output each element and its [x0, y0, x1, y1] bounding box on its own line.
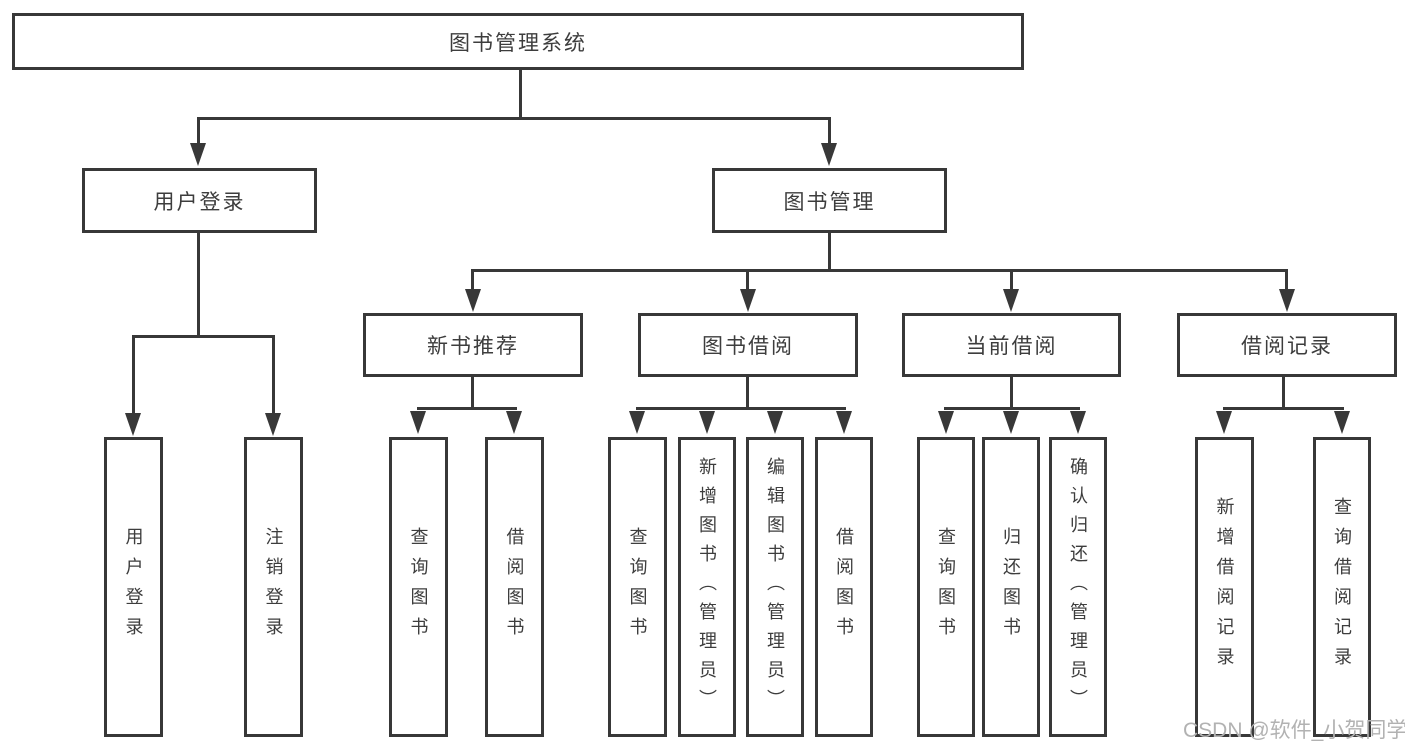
node-book-management-label: 图书管理 [783, 190, 876, 214]
node-current-borrowing: 当前借阅 [902, 313, 1121, 377]
arrow-down-icon [938, 411, 954, 434]
leaf-query-books-2-label: 查询图书 [627, 527, 648, 647]
connector-line [132, 335, 135, 413]
arrow-down-icon [629, 411, 645, 434]
arrow-down-icon [1334, 411, 1350, 434]
connector-line [1282, 377, 1285, 407]
connector-line [197, 233, 200, 335]
arrow-down-icon [1279, 289, 1295, 312]
node-root-label: 图书管理系统 [449, 31, 587, 55]
leaf-query-books-1: 查询图书 [389, 437, 448, 737]
leaf-borrow-books-1-label: 借阅图书 [504, 527, 525, 647]
connector-line [471, 269, 474, 289]
node-new-book-recommend-label: 新书推荐 [427, 335, 519, 358]
arrow-down-icon [410, 411, 426, 434]
connector-line [746, 269, 749, 289]
leaf-query-borrow-record-label: 查询借阅记录 [1332, 497, 1352, 677]
leaf-borrow-books-1: 借阅图书 [485, 437, 544, 737]
arrow-down-icon [190, 143, 206, 166]
node-root: 图书管理系统 [12, 13, 1024, 70]
arrow-down-icon [821, 143, 837, 166]
arrow-down-icon [740, 289, 756, 312]
connector-line [417, 407, 517, 410]
leaf-borrow-books-2-label: 借阅图书 [834, 527, 854, 647]
connector-line [471, 269, 1288, 272]
connector-line [1010, 377, 1013, 407]
leaf-add-borrow-record-label: 新增借阅记录 [1214, 497, 1235, 677]
connector-line [828, 117, 831, 143]
arrow-down-icon [767, 411, 783, 434]
arrow-down-icon [506, 411, 522, 434]
node-book-borrowing-label: 图书借阅 [702, 335, 794, 358]
connector-line [132, 335, 275, 338]
arrow-down-icon [1070, 411, 1086, 434]
connector-line [746, 377, 749, 407]
connector-line [828, 233, 831, 269]
leaf-borrow-books-2: 借阅图书 [815, 437, 873, 737]
leaf-query-books-2: 查询图书 [608, 437, 667, 737]
csdn-watermark: CSDN @软件_小贺同学 [1183, 719, 1405, 742]
leaf-user-login-label: 用户登录 [123, 527, 144, 647]
leaf-add-borrow-record: 新增借阅记录 [1195, 437, 1254, 737]
connector-line [636, 407, 846, 410]
arrow-down-icon [1216, 411, 1232, 434]
node-borrow-records-label: 借阅记录 [1241, 335, 1333, 358]
leaf-edit-books-admin: 编辑图书（管理员） [746, 437, 804, 737]
leaf-return-books: 归还图书 [982, 437, 1040, 737]
arrow-down-icon [1003, 289, 1019, 312]
connector-line [1223, 407, 1344, 410]
arrow-down-icon [265, 413, 281, 436]
connector-line [944, 407, 1080, 410]
arrow-down-icon [125, 413, 141, 436]
node-user-login: 用户登录 [82, 168, 317, 233]
arrow-down-icon [1003, 411, 1019, 434]
leaf-return-books-label: 归还图书 [1001, 527, 1021, 647]
leaf-add-books-admin: 新增图书（管理员） [678, 437, 736, 737]
leaf-confirm-return-admin-label: 确认归还（管理员） [1068, 456, 1088, 718]
arrow-down-icon [836, 411, 852, 434]
node-new-book-recommend: 新书推荐 [363, 313, 583, 377]
leaf-query-books-1-label: 查询图书 [408, 527, 429, 647]
connector-line [1010, 269, 1013, 289]
leaf-logout-label: 注销登录 [263, 527, 284, 647]
connector-line [197, 117, 200, 143]
leaf-query-books-3-label: 查询图书 [936, 527, 956, 647]
leaf-logout: 注销登录 [244, 437, 303, 737]
node-borrow-records: 借阅记录 [1177, 313, 1397, 377]
connector-line [197, 117, 831, 120]
connector-line [1285, 269, 1288, 289]
arrow-down-icon [465, 289, 481, 312]
node-current-borrowing-label: 当前借阅 [965, 335, 1058, 358]
leaf-edit-books-admin-label: 编辑图书（管理员） [765, 456, 785, 718]
leaf-query-books-3: 查询图书 [917, 437, 975, 737]
node-book-borrowing: 图书借阅 [638, 313, 858, 377]
connector-line [471, 377, 474, 407]
leaf-query-borrow-record: 查询借阅记录 [1313, 437, 1371, 737]
connector-line [519, 70, 522, 118]
leaf-user-login: 用户登录 [104, 437, 163, 737]
connector-line [272, 335, 275, 413]
leaf-add-books-admin-label: 新增图书（管理员） [697, 456, 717, 718]
node-book-management: 图书管理 [712, 168, 947, 233]
arrow-down-icon [699, 411, 715, 434]
leaf-confirm-return-admin: 确认归还（管理员） [1049, 437, 1107, 737]
node-user-login-label: 用户登录 [153, 190, 246, 214]
